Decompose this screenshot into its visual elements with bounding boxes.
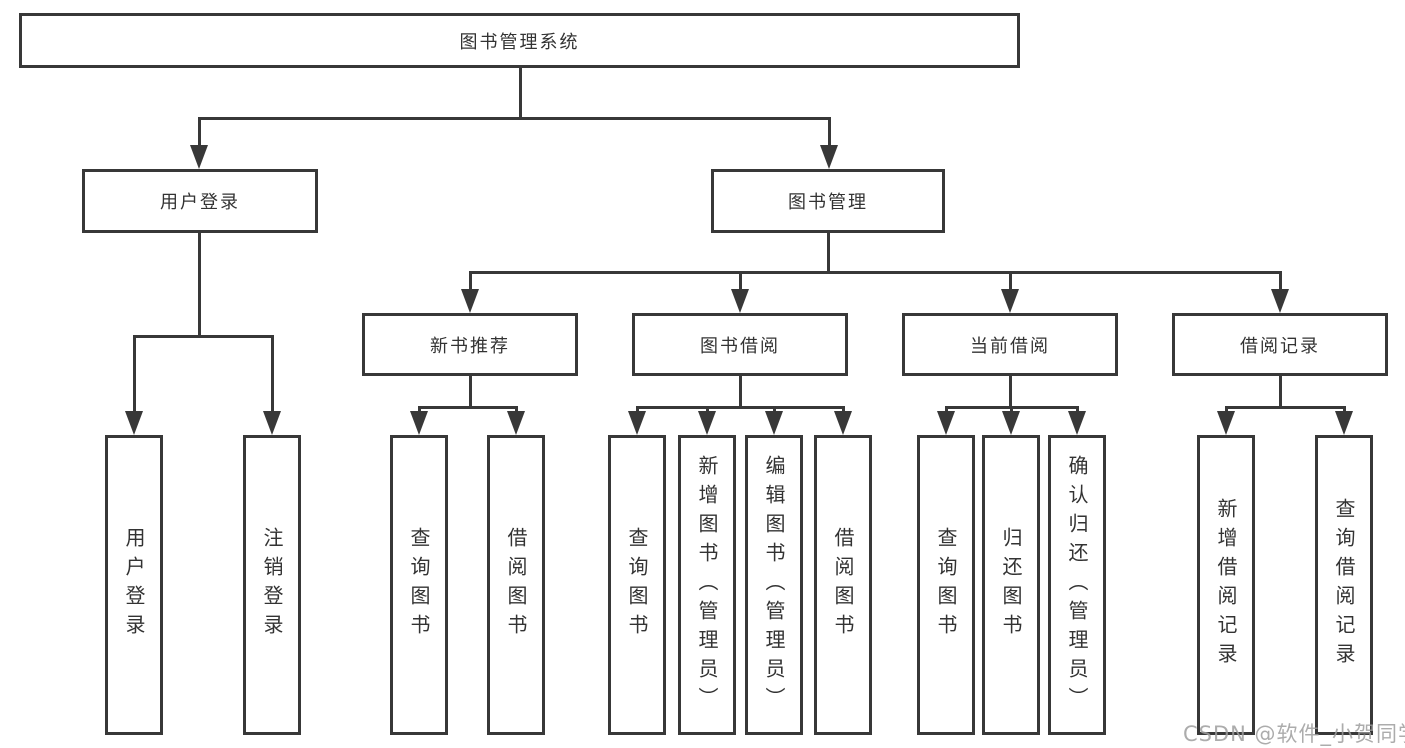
leaf-borrow-add-books-admin: 新增图书（管理员）	[678, 435, 736, 735]
connector-line	[1279, 271, 1282, 291]
connector-line	[133, 335, 136, 413]
arrow-down-icon	[765, 411, 783, 435]
arrow-down-icon	[1271, 289, 1289, 313]
arrow-down-icon	[190, 145, 208, 169]
connector-line	[1009, 271, 1012, 291]
node-current-borrow: 当前借阅	[902, 313, 1118, 376]
connector-line	[1076, 406, 1079, 413]
node-label: 查询借阅记录	[1332, 498, 1356, 672]
node-label: 当前借阅	[970, 335, 1050, 357]
connector-line	[739, 376, 742, 408]
connector-line	[1279, 376, 1282, 408]
node-label: 新增图书（管理员）	[695, 454, 719, 716]
node-label: 查询图书	[407, 527, 431, 643]
arrow-down-icon	[1335, 411, 1353, 435]
node-label: 图书借阅	[700, 335, 780, 357]
arrow-down-icon	[461, 289, 479, 313]
node-label: 查询图书	[934, 527, 958, 643]
connector-line	[1010, 406, 1013, 413]
connector-line	[469, 271, 472, 291]
node-label: 归还图书	[999, 527, 1023, 643]
leaf-current-confirm-return-admin: 确认归还（管理员）	[1048, 435, 1106, 735]
leaf-borrow-query-books: 查询图书	[608, 435, 666, 735]
arrow-down-icon	[834, 411, 852, 435]
connector-line	[636, 406, 845, 409]
leaf-records-add-record: 新增借阅记录	[1197, 435, 1255, 735]
arrow-down-icon	[507, 411, 525, 435]
connector-line	[198, 117, 201, 147]
arrow-down-icon	[698, 411, 716, 435]
connector-line	[1009, 376, 1012, 408]
connector-line	[773, 406, 776, 413]
connector-line	[418, 406, 421, 413]
connector-line	[1343, 406, 1346, 413]
node-label: 图书管理系统	[459, 31, 580, 53]
node-label: 注销登录	[260, 527, 284, 643]
leaf-borrow-edit-books-admin: 编辑图书（管理员）	[745, 435, 803, 735]
connector-line	[828, 117, 831, 147]
connector-line	[519, 68, 522, 119]
leaf-logout: 注销登录	[243, 435, 301, 735]
connector-line	[198, 117, 831, 120]
node-new-book-recommend: 新书推荐	[362, 313, 578, 376]
arrow-down-icon	[1068, 411, 1086, 435]
node-borrow-records: 借阅记录	[1172, 313, 1388, 376]
leaf-current-query-books: 查询图书	[917, 435, 975, 735]
arrow-down-icon	[937, 411, 955, 435]
node-book-management: 图书管理	[711, 169, 945, 233]
leaf-recommend-query-books: 查询图书	[390, 435, 448, 735]
node-label: 新书推荐	[430, 335, 510, 357]
connector-line	[739, 271, 742, 291]
connector-line	[842, 406, 845, 413]
leaf-borrow-borrow-books: 借阅图书	[814, 435, 872, 735]
arrow-down-icon	[263, 411, 281, 435]
arrow-down-icon	[820, 145, 838, 169]
arrow-down-icon	[410, 411, 428, 435]
connector-line	[133, 335, 274, 338]
node-label: 借阅图书	[831, 527, 855, 643]
connector-line	[418, 406, 518, 409]
connector-line	[706, 406, 709, 413]
connector-line	[1225, 406, 1228, 413]
node-label: 确认归还（管理员）	[1065, 454, 1089, 716]
connector-line	[469, 376, 472, 408]
node-label: 新增借阅记录	[1214, 498, 1238, 672]
connector-line	[271, 335, 274, 413]
node-label: 借阅图书	[504, 527, 528, 643]
connector-line	[469, 271, 1282, 274]
csdn-watermark: CSDN @软件_小贺同学	[1183, 722, 1405, 746]
node-label: 编辑图书（管理员）	[762, 454, 786, 716]
connector-line	[1225, 406, 1346, 409]
node-book-borrow: 图书借阅	[632, 313, 848, 376]
arrow-down-icon	[1002, 411, 1020, 435]
arrow-down-icon	[1001, 289, 1019, 313]
arrow-down-icon	[125, 411, 143, 435]
node-label: 图书管理	[788, 192, 868, 213]
connector-line	[827, 233, 830, 273]
arrow-down-icon	[628, 411, 646, 435]
node-label: 借阅记录	[1240, 335, 1320, 357]
leaf-user-login: 用户登录	[105, 435, 163, 735]
connector-line	[515, 406, 518, 413]
node-label: 用户登录	[160, 192, 240, 213]
arrow-down-icon	[731, 289, 749, 313]
connector-line	[636, 406, 639, 413]
leaf-current-return-books: 归还图书	[982, 435, 1040, 735]
node-user-login: 用户登录	[82, 169, 318, 233]
node-root: 图书管理系统	[19, 13, 1020, 68]
node-label: 用户登录	[122, 527, 146, 643]
leaf-records-query-record: 查询借阅记录	[1315, 435, 1373, 735]
leaf-recommend-borrow-books: 借阅图书	[487, 435, 545, 735]
arrow-down-icon	[1217, 411, 1235, 435]
connector-line	[198, 233, 201, 337]
connector-line	[945, 406, 948, 413]
node-label: 查询图书	[625, 527, 649, 643]
